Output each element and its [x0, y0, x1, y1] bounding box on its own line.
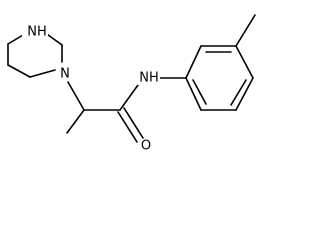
carbonyl-to-nh-bond	[119, 84, 139, 111]
amide-nh-label: NH	[139, 71, 159, 86]
aryl-bond	[235, 77, 254, 111]
carbonyl-double-bond	[117, 111, 138, 143]
ch-to-methyl-bond	[66, 109, 85, 134]
aryl-bond	[185, 45, 202, 79]
structure-diagram: NH N NH O	[7, 14, 256, 154]
piperazine-n-label: N	[60, 67, 70, 82]
ring-bond	[29, 69, 56, 78]
molecule-drawing: NH N NH O	[7, 14, 256, 154]
ring-bond	[7, 64, 31, 78]
aryl-methyl-bond	[235, 14, 256, 47]
atom-labels: NH N NH O	[22, 25, 160, 154]
n-to-ch-bond	[67, 81, 85, 111]
piperazine-ring	[7, 31, 63, 78]
side-chain	[66, 77, 187, 143]
aryl-inner-double-bond	[192, 79, 207, 105]
aryl-bond	[185, 77, 202, 111]
aryl-bond	[235, 45, 254, 79]
carbonyl-oxygen-label: O	[141, 139, 151, 154]
aryl-inner-double-bond	[230, 79, 247, 106]
piperazine-nh-label: NH	[27, 25, 47, 40]
benzene-ring	[185, 14, 256, 111]
carbonyl-double-bond	[123, 107, 144, 139]
